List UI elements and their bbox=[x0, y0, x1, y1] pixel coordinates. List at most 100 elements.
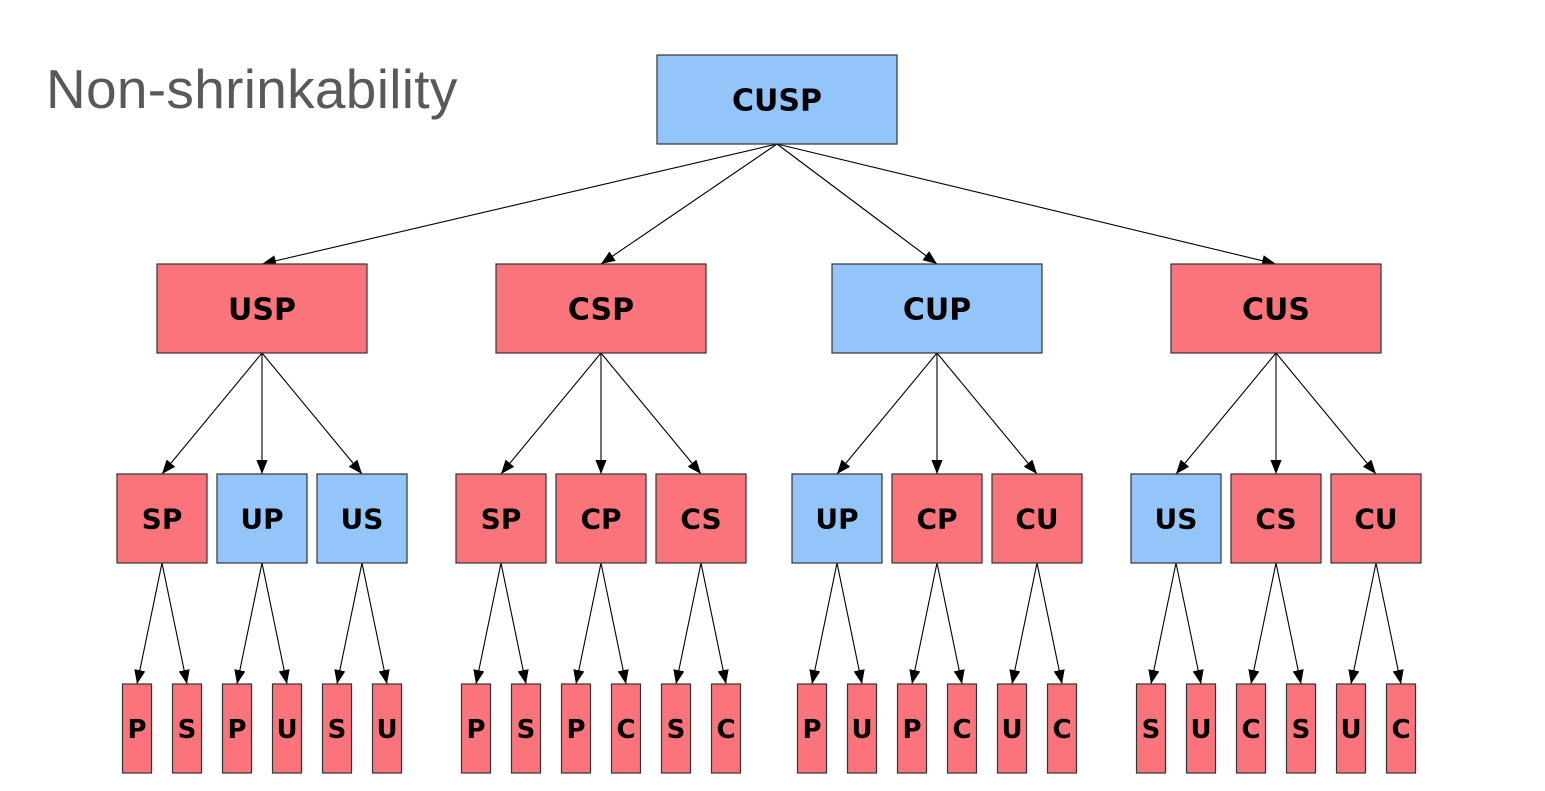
node-l2-2-0-box bbox=[791, 473, 883, 564]
node-l3-0-0-0: P bbox=[121, 683, 153, 774]
node-l3-0-1-0-label: P bbox=[227, 715, 246, 745]
node-l3-2-2-0-box bbox=[996, 683, 1028, 774]
node-l3-0-1-0: P bbox=[221, 683, 253, 774]
edge-l2-2-2-l3-1 bbox=[1036, 562, 1065, 685]
node-l3-0-2-0: S bbox=[321, 683, 353, 774]
node-l3-2-0-0-box bbox=[796, 683, 828, 774]
node-l1-2-box bbox=[831, 263, 1043, 354]
node-root-label: CUSP bbox=[732, 83, 822, 118]
node-l3-1-2-0-box bbox=[660, 683, 692, 774]
edge-l2-3-0-l3-1 bbox=[1175, 562, 1204, 685]
node-l3-1-1-0-label: P bbox=[566, 715, 585, 745]
node-l3-2-1-0: P bbox=[896, 683, 928, 774]
node-l3-1-1-0-box bbox=[560, 683, 592, 774]
node-l3-3-0-0-box bbox=[1135, 683, 1167, 774]
edge-l1-2-l2-0 bbox=[836, 352, 938, 475]
edge-l1-2-l2-2 bbox=[936, 352, 1038, 475]
node-l2-1-2: CS bbox=[655, 473, 747, 564]
node-l2-3-1: CS bbox=[1230, 473, 1322, 564]
node-l3-3-0-0: S bbox=[1135, 683, 1167, 774]
node-l3-1-0-1-box bbox=[510, 683, 542, 774]
node-l3-1-1-0: P bbox=[560, 683, 592, 774]
node-l3-3-2-1: C bbox=[1385, 683, 1417, 774]
edge-l2-3-1-l3-1 bbox=[1275, 562, 1304, 685]
edge-l1-1-l2-0 bbox=[500, 352, 602, 475]
node-l3-1-0-1: S bbox=[510, 683, 542, 774]
node-l2-2-1-label: CP bbox=[916, 503, 957, 536]
node-root: CUSP bbox=[656, 54, 898, 145]
node-l3-0-2-1: U bbox=[371, 683, 403, 774]
node-l1-0-label: USP bbox=[228, 292, 296, 327]
slide-title: Non-shrinkability bbox=[46, 58, 458, 120]
node-l2-3-0: US bbox=[1130, 473, 1222, 564]
node-l3-0-1-1-box bbox=[271, 683, 303, 774]
edge-l2-0-2-l3-0 bbox=[334, 562, 363, 685]
edge-l2-1-0-l3-1 bbox=[500, 562, 529, 685]
node-l2-2-2: CU bbox=[991, 473, 1083, 564]
edge-l2-0-2-l3-1 bbox=[361, 562, 390, 685]
node-l3-2-0-1-label: U bbox=[851, 715, 872, 745]
node-l3-1-2-0: S bbox=[660, 683, 692, 774]
edge-l2-3-1-l3-0 bbox=[1248, 562, 1277, 685]
edge-l2-1-1-l3-1 bbox=[600, 562, 629, 685]
node-l3-0-0-1-label: S bbox=[178, 715, 197, 745]
node-l3-1-1-1-box bbox=[610, 683, 642, 774]
node-l2-2-1: CP bbox=[891, 473, 983, 564]
edge-l1-0-l2-2 bbox=[261, 352, 363, 475]
edge-l2-3-2-l3-0 bbox=[1348, 562, 1377, 685]
node-l1-1: CSP bbox=[495, 263, 707, 354]
node-l2-0-0-box bbox=[116, 473, 208, 564]
node-l3-0-0-1-box bbox=[171, 683, 203, 774]
node-l3-2-2-0: U bbox=[996, 683, 1028, 774]
node-l2-3-1-label: CS bbox=[1255, 503, 1296, 536]
node-l3-0-0-0-label: P bbox=[127, 715, 146, 745]
node-l2-2-2-box bbox=[991, 473, 1083, 564]
edge-l1-3-l2-0 bbox=[1175, 352, 1277, 475]
node-l3-3-2-1-label: C bbox=[1391, 715, 1410, 745]
edge-l2-0-0-l3-1 bbox=[161, 562, 190, 685]
edge-l2-1-0-l3-0 bbox=[473, 562, 502, 685]
node-l2-0-2-label: US bbox=[341, 503, 384, 536]
node-l3-2-2-1-label: C bbox=[1052, 715, 1071, 745]
node-l2-2-1-box bbox=[891, 473, 983, 564]
node-l3-3-2-1-box bbox=[1385, 683, 1417, 774]
node-l2-1-2-label: CS bbox=[680, 503, 721, 536]
node-l2-2-0-label: UP bbox=[815, 503, 858, 536]
node-l3-3-0-1-box bbox=[1185, 683, 1217, 774]
node-root-box bbox=[656, 54, 898, 145]
node-l2-1-0: SP bbox=[455, 473, 547, 564]
node-l3-0-2-0-box bbox=[321, 683, 353, 774]
edge-l2-1-2-l3-0 bbox=[673, 562, 702, 685]
edge-l1-0-l2-0 bbox=[161, 352, 263, 475]
node-l2-1-2-box bbox=[655, 473, 747, 564]
node-l3-1-0-1-label: S bbox=[517, 715, 536, 745]
node-l3-1-1-1-label: C bbox=[616, 715, 635, 745]
edge-l2-2-2-l3-0 bbox=[1009, 562, 1038, 685]
node-l2-1-1: CP bbox=[555, 473, 647, 564]
node-l2-1-1-box bbox=[555, 473, 647, 564]
edge-root-l1-0 bbox=[261, 143, 778, 267]
node-l3-1-2-1: C bbox=[710, 683, 742, 774]
node-l3-0-2-1-label: U bbox=[376, 715, 397, 745]
node-l1-0: USP bbox=[156, 263, 368, 354]
node-l3-2-2-1: C bbox=[1046, 683, 1078, 774]
node-l2-2-2-label: CU bbox=[1015, 503, 1058, 536]
node-l3-3-1-1-label: S bbox=[1292, 715, 1311, 745]
node-l3-2-1-1-box bbox=[946, 683, 978, 774]
node-l3-2-1-0-box bbox=[896, 683, 928, 774]
node-l3-2-1-1: C bbox=[946, 683, 978, 774]
node-l3-1-2-1-box bbox=[710, 683, 742, 774]
node-l3-3-1-0: C bbox=[1235, 683, 1267, 774]
node-l2-3-2: CU bbox=[1330, 473, 1422, 564]
node-l1-2: CUP bbox=[831, 263, 1043, 354]
node-l2-1-0-label: SP bbox=[481, 503, 522, 536]
node-l2-0-0: SP bbox=[116, 473, 208, 564]
node-l3-1-0-0-label: P bbox=[466, 715, 485, 745]
node-l2-2-0: UP bbox=[791, 473, 883, 564]
node-l2-0-2-box bbox=[316, 473, 408, 564]
node-l3-3-1-0-label: C bbox=[1241, 715, 1260, 745]
edge-l2-3-2-l3-1 bbox=[1375, 562, 1404, 685]
node-l3-2-0-1-box bbox=[846, 683, 878, 774]
node-l1-3-label: CUS bbox=[1242, 292, 1310, 327]
